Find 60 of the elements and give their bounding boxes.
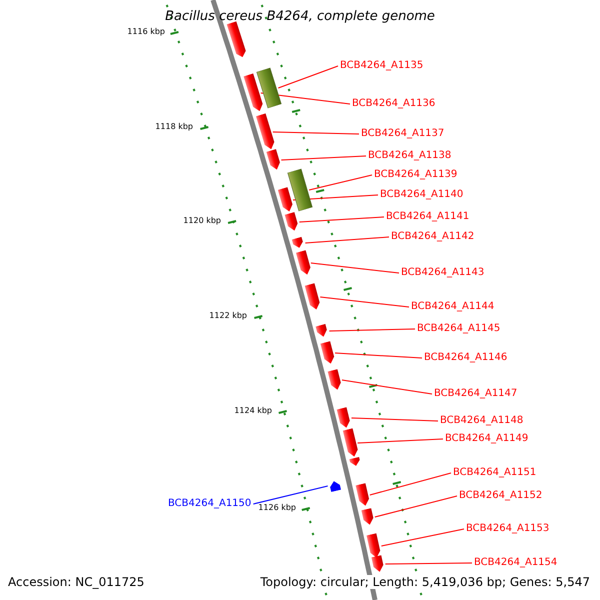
gene-feature — [254, 113, 277, 151]
scale-label: 1122 kbp — [209, 311, 247, 321]
gene-label: BCB4264_A1139 — [374, 169, 458, 181]
gene-label: BCB4264_A1143 — [401, 267, 484, 279]
gene-label: BCB4264_A1135 — [340, 60, 424, 72]
leader-line — [357, 438, 444, 444]
gene-label: BCB4264_A1152 — [459, 490, 542, 502]
leader-line — [374, 496, 458, 518]
gene-feature — [304, 282, 322, 312]
info-text: Topology: circular; Length: 5,419,036 bp; Genes: 5,547 — [260, 575, 590, 589]
leader-line — [350, 418, 438, 422]
gene-label: BCB4264_A1136 — [352, 98, 436, 110]
leader-line — [320, 296, 410, 308]
gene-label: BCB4264_A1150 — [168, 498, 252, 510]
scale-label: 1116 kbp — [127, 27, 165, 37]
gene-feature — [291, 236, 306, 250]
gene-feature — [319, 340, 337, 366]
gene-label: BCB4264_A1144 — [411, 301, 494, 313]
gene-label: BCB4264_A1138 — [368, 150, 452, 162]
gene-feature — [370, 554, 386, 574]
gene-feature — [326, 368, 344, 392]
gene-label: BCB4264_A1141 — [386, 211, 470, 223]
gene-feature — [360, 508, 376, 526]
gene-label: BCB4264_A1151 — [453, 467, 536, 479]
gene-label: BCB4264_A1153 — [466, 523, 550, 535]
scale-label: 1124 kbp — [234, 406, 272, 416]
gene-label: BCB4264_A1148 — [440, 415, 524, 427]
scale-label: 1120 kbp — [183, 216, 221, 226]
gene-feature — [242, 73, 266, 113]
leader-line — [272, 132, 360, 134]
leader-line — [341, 380, 432, 394]
gene-feature — [328, 480, 342, 492]
leader-line — [278, 66, 338, 88]
leader-line — [252, 486, 328, 504]
gene-feature — [294, 250, 313, 276]
gene-label: BCB4264_A1146 — [424, 352, 508, 364]
scale-label: 1126 kbp — [258, 503, 296, 513]
leader-line — [369, 472, 452, 496]
gene-label: BCB4264_A1149 — [445, 433, 528, 445]
leader-line — [298, 216, 384, 222]
leader-line — [380, 528, 464, 546]
leader-line — [280, 156, 366, 160]
gene-label: BCB4264_A1137 — [361, 128, 444, 140]
leader-line — [304, 236, 390, 244]
leader-line — [328, 328, 416, 332]
gene-label: BCB4264_A1154 — [474, 557, 558, 569]
gene-feature — [266, 148, 283, 172]
gene-label: BCB4264_A1140 — [380, 189, 464, 201]
gene-feature — [336, 406, 353, 430]
leader-line — [310, 262, 400, 274]
leader-line — [308, 174, 372, 190]
gene-label: BCB4264_A1147 — [434, 388, 518, 400]
leader-line — [384, 562, 472, 564]
info-text: Accession: NC_011725 — [8, 575, 144, 589]
scale-label: 1118 kbp — [155, 122, 193, 132]
map-title: Bacillus cereus B4264, complete genome — [164, 9, 436, 24]
gene-label: BCB4264_A1142 — [391, 231, 474, 243]
leader-line — [334, 352, 422, 358]
gene-label: BCB4264_A1145 — [417, 323, 500, 335]
gene-feature — [314, 324, 330, 338]
